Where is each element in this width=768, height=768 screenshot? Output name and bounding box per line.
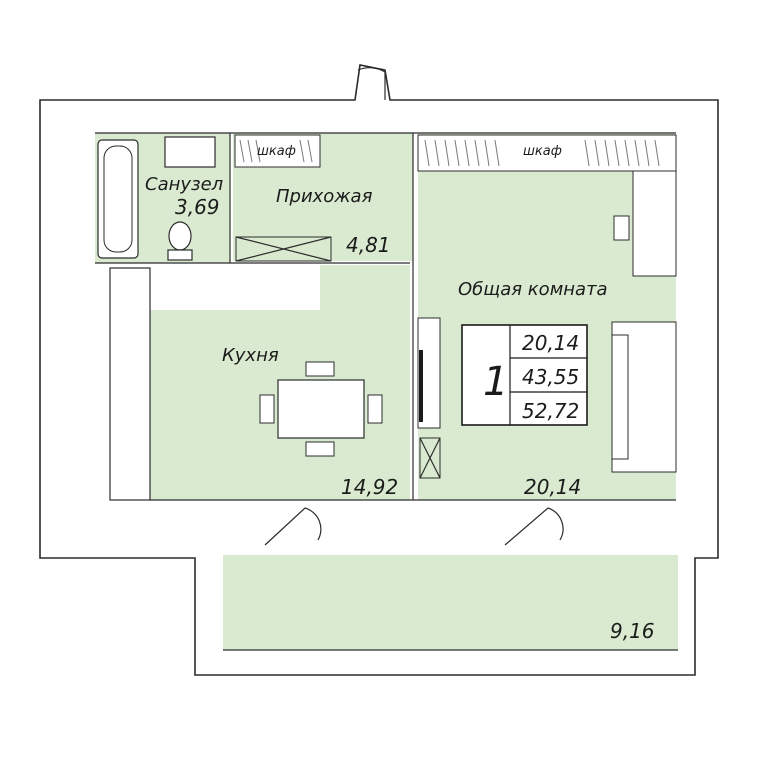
tv-unit: [417, 317, 441, 429]
sink-icon: [164, 136, 216, 168]
hallway-area: 4,81: [346, 233, 391, 257]
living-name: Общая комната: [458, 279, 608, 300]
dining-table-icon: [277, 379, 365, 439]
hallway-name: Прихожая: [276, 186, 373, 207]
entry-door: [357, 67, 386, 100]
wardrobe-left: [234, 134, 321, 168]
kitchen-area: 14,92: [341, 475, 398, 499]
sofa-icon: [611, 321, 677, 473]
bathroom-name: Санузел: [145, 174, 223, 195]
kitchen-name: Кухня: [222, 345, 279, 366]
summary-total-with-balcony: 52,72: [522, 399, 579, 423]
kitchen-niche: [109, 267, 151, 501]
balcony-door-right: [504, 507, 564, 546]
balcony-door-left: [264, 507, 322, 546]
summary-living-area: 20,14: [522, 331, 579, 355]
desk-icon: [632, 170, 677, 277]
balcony-floor: [223, 555, 678, 650]
wardrobe-left-label: шкаф: [257, 144, 296, 159]
living-area: 20,14: [524, 475, 581, 499]
summary-box: [461, 324, 588, 426]
bathroom-area: 3,69: [175, 195, 220, 219]
summary-rooms-count: 1: [483, 359, 508, 405]
hallway-storage: [235, 236, 332, 262]
summary-total-area: 43,55: [522, 365, 579, 389]
toilet-icon: [168, 221, 192, 251]
balcony-area: 9,16: [610, 619, 655, 643]
wardrobe-right-label: шкаф: [523, 144, 562, 159]
bathtub-icon: [97, 139, 139, 259]
wardrobe-right: [417, 134, 677, 172]
